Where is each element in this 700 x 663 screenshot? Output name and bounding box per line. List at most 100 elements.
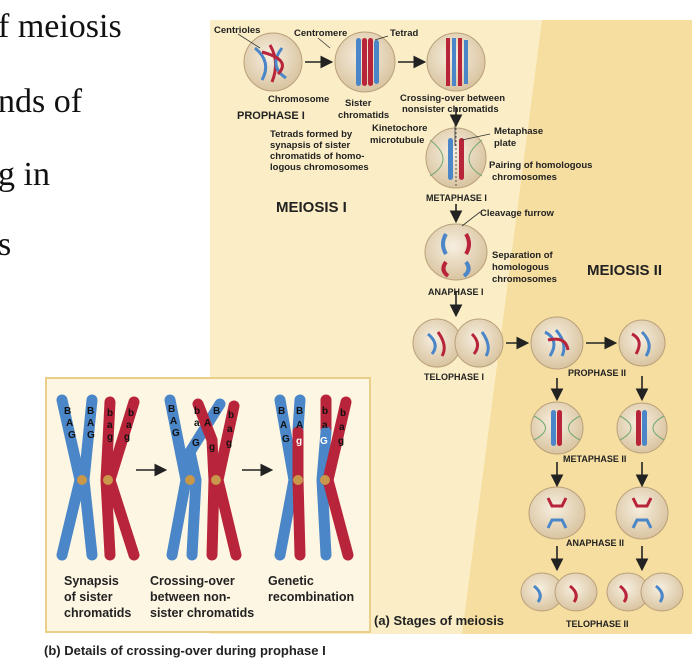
slide-text-line-4: s bbox=[0, 226, 12, 263]
leader-lines bbox=[237, 33, 491, 227]
slide-text-line-3: g in bbox=[0, 156, 50, 193]
allele-upper-A-1: A bbox=[66, 418, 73, 429]
step2-line2: between non- bbox=[150, 590, 231, 604]
allele-upper-B-4: B bbox=[213, 406, 220, 417]
cell-prophase-2a bbox=[530, 316, 584, 370]
label-sister-chromatids-2: chromatids bbox=[338, 110, 389, 121]
allele-lower-g-5: g bbox=[296, 436, 302, 447]
step1-line3: chromatids bbox=[64, 606, 131, 620]
cell-prophase-1a bbox=[243, 32, 303, 92]
allele-upper-G-3: G bbox=[172, 428, 180, 439]
allele-upper-B-5: B bbox=[278, 406, 285, 417]
label-prophase-1: PROPHASE I bbox=[237, 110, 305, 122]
caption-panel-b: (b) Details of crossing-over during prop… bbox=[44, 643, 326, 658]
stage-arrows bbox=[305, 55, 649, 572]
label-anaphase-1: ANAPHASE I bbox=[428, 287, 484, 297]
label-kinetochore-1: Kinetochore bbox=[372, 123, 427, 134]
label-tetrads-formed-1: Tetrads formed by bbox=[270, 129, 353, 140]
panel-b-diagram: B A G B A G b a g b a g B A G B A g b a bbox=[56, 394, 354, 620]
label-telophase-2: TELOPHASE II bbox=[566, 619, 629, 629]
step2-line1: Crossing-over bbox=[150, 574, 235, 588]
allele-upper-A-3: A bbox=[170, 416, 177, 427]
heading-meiosis-2: MEIOSIS II bbox=[587, 262, 662, 279]
label-cleavage-furrow: Cleavage furrow bbox=[480, 208, 555, 219]
allele-lower-a-2: a bbox=[126, 420, 132, 431]
allele-upper-B-1: B bbox=[64, 406, 71, 417]
allele-upper-B-3: B bbox=[168, 404, 175, 415]
step3-line1: Genetic bbox=[268, 574, 314, 588]
allele-upper-G-5: G bbox=[282, 434, 290, 445]
allele-lower-a-3: a bbox=[194, 418, 200, 429]
allele-lower-g-3: g bbox=[209, 442, 215, 453]
allele-lower-a-5: a bbox=[322, 420, 328, 431]
allele-lower-b-6: b bbox=[340, 408, 346, 419]
synapsis-chromosomes bbox=[56, 394, 140, 561]
label-chromosome: Chromosome bbox=[268, 94, 329, 105]
cell-telophase-2b bbox=[606, 572, 684, 612]
allele-lower-b-1: b bbox=[107, 408, 113, 419]
label-separation-1: Separation of bbox=[492, 250, 554, 261]
cell-metaphase-2b bbox=[616, 402, 668, 454]
allele-upper-A-5: A bbox=[280, 420, 287, 431]
label-metaphase-plate-1: Metaphase bbox=[494, 126, 543, 137]
label-tetrads-formed-2: synapsis of sister bbox=[270, 140, 351, 151]
allele-upper-G-2: G bbox=[87, 430, 95, 441]
label-separation-3: chromosomes bbox=[492, 274, 557, 285]
cell-anaphase-2a bbox=[528, 486, 586, 540]
allele-lower-a-4: a bbox=[227, 424, 233, 435]
allele-lower-b-4: b bbox=[228, 410, 234, 421]
label-crossing-over-2: nonsister chromatids bbox=[402, 104, 499, 115]
label-metaphase-2: METAPHASE II bbox=[563, 454, 626, 464]
label-kinetochore-2: microtubule bbox=[370, 135, 424, 146]
allele-upper-G-6: G bbox=[320, 436, 328, 447]
label-separation-2: homologous bbox=[492, 262, 549, 273]
allele-lower-a-1: a bbox=[107, 420, 113, 431]
cell-anaphase-2b bbox=[615, 486, 669, 540]
allele-lower-g-2: g bbox=[124, 432, 130, 443]
allele-lower-g-6: g bbox=[338, 436, 344, 447]
label-metaphase-1: METAPHASE I bbox=[426, 193, 487, 203]
cell-telophase-2a bbox=[520, 572, 598, 612]
label-tetrads-formed-3: chromatids of homo- bbox=[270, 151, 364, 162]
label-pairing-1: Pairing of homologous bbox=[489, 160, 592, 171]
cell-prophase-1b bbox=[334, 31, 396, 93]
allele-upper-A-2: A bbox=[87, 418, 94, 429]
cell-prophase-2b bbox=[618, 319, 666, 367]
heading-meiosis-1: MEIOSIS I bbox=[276, 199, 347, 216]
step3-line2: recombination bbox=[268, 590, 354, 604]
label-metaphase-plate-2: plate bbox=[494, 138, 516, 149]
allele-lower-g-4: g bbox=[226, 438, 232, 449]
step1-line2: of sister bbox=[64, 590, 113, 604]
step2-line3: sister chromatids bbox=[150, 606, 254, 620]
crossing-over-chromosomes bbox=[164, 394, 242, 561]
allele-lower-a-6: a bbox=[339, 422, 345, 433]
cell-telophase-1 bbox=[412, 318, 504, 368]
allele-lower-b-5: b bbox=[322, 406, 328, 417]
step1-line1: Synapsis bbox=[64, 574, 119, 588]
label-pairing-2: chromosomes bbox=[492, 172, 557, 183]
recombination-chromosomes bbox=[274, 394, 354, 561]
cell-metaphase-2a bbox=[530, 401, 584, 455]
cell-metaphase-1 bbox=[425, 127, 487, 189]
label-centromere: Centromere bbox=[294, 28, 347, 39]
allele-lower-b-3: b bbox=[194, 406, 200, 417]
label-anaphase-2: ANAPHASE II bbox=[566, 538, 624, 548]
slide-text-line-2: nds of bbox=[0, 83, 83, 120]
label-crossing-over-1: Crossing-over between bbox=[400, 93, 505, 104]
allele-lower-b-2: b bbox=[128, 408, 134, 419]
cell-prophase-1c bbox=[426, 32, 486, 92]
allele-upper-B-2: B bbox=[87, 406, 94, 417]
allele-upper-A-4: A bbox=[204, 418, 211, 429]
cell-anaphase-1 bbox=[424, 223, 488, 281]
slide-text-line-1: f meiosis bbox=[0, 8, 122, 45]
allele-upper-G-1: G bbox=[68, 430, 76, 441]
label-prophase-2: PROPHASE II bbox=[568, 368, 626, 378]
allele-upper-B-6: B bbox=[296, 406, 303, 417]
allele-upper-G-4: G bbox=[192, 438, 200, 449]
label-telophase-1: TELOPHASE I bbox=[424, 372, 484, 382]
label-centrioles: Centrioles bbox=[214, 25, 260, 36]
label-sister-chromatids-1: Sister bbox=[345, 98, 372, 109]
allele-upper-A-6: A bbox=[296, 420, 303, 431]
